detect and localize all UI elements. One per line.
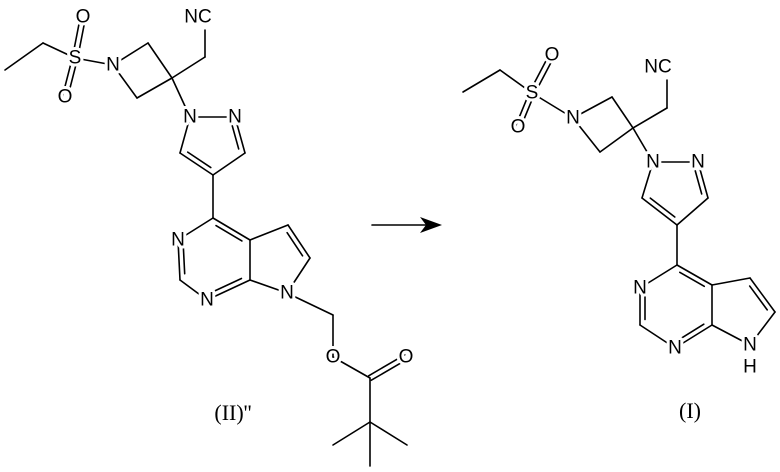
bond [137, 78, 172, 98]
atom-o: O [76, 7, 91, 28]
atom-h: H [743, 357, 757, 378]
atom-nitrile: NC [184, 7, 211, 28]
bond [213, 153, 245, 175]
bond [287, 293, 333, 315]
bond [677, 198, 708, 225]
atom-o: O [545, 45, 560, 66]
atom-n: N [200, 290, 214, 311]
atom-n: N [280, 283, 294, 304]
atom-n: N [183, 107, 197, 128]
atom-n: N [743, 335, 757, 356]
bond [642, 198, 677, 225]
bond [463, 70, 500, 92]
reaction-arrow [372, 217, 442, 233]
atom-o: O [58, 87, 73, 108]
atom-n: N [106, 55, 120, 76]
bond [288, 225, 310, 258]
atom-n: N [566, 108, 580, 129]
atom-n: N [646, 152, 660, 173]
bond [5, 43, 43, 70]
bond [370, 422, 407, 445]
atom-nitrile: NC [644, 57, 671, 78]
atom-o: O [399, 347, 414, 368]
bond [180, 153, 213, 175]
bond [712, 278, 750, 285]
atom-n: N [228, 107, 242, 128]
atom-n: N [171, 230, 185, 251]
product-label: (I) [679, 398, 701, 423]
atom-n: N [633, 278, 647, 299]
bond [633, 108, 667, 128]
atom-s: S [69, 48, 82, 69]
bond [172, 57, 205, 78]
atom-o: O [511, 117, 526, 138]
bond [333, 422, 370, 445]
atom-o: O [326, 347, 341, 368]
reactant-bonds [5, 17, 407, 466]
bond [213, 218, 250, 240]
reactant-structure: O O S N NC N N N N N O O (II)'' [58, 7, 414, 426]
bond [250, 225, 288, 240]
bond [677, 265, 712, 285]
atom-n: N [691, 152, 705, 173]
bond [750, 278, 775, 312]
bond [600, 128, 633, 152]
bond [148, 43, 172, 78]
bond [612, 97, 633, 128]
atom-n: N [668, 338, 682, 359]
reactant-label: (II)'' [214, 400, 251, 425]
atom-s: S [526, 83, 539, 104]
product-bonds [463, 54, 775, 348]
product-structure: O O S N NC N N N N N H (I) [511, 45, 757, 424]
